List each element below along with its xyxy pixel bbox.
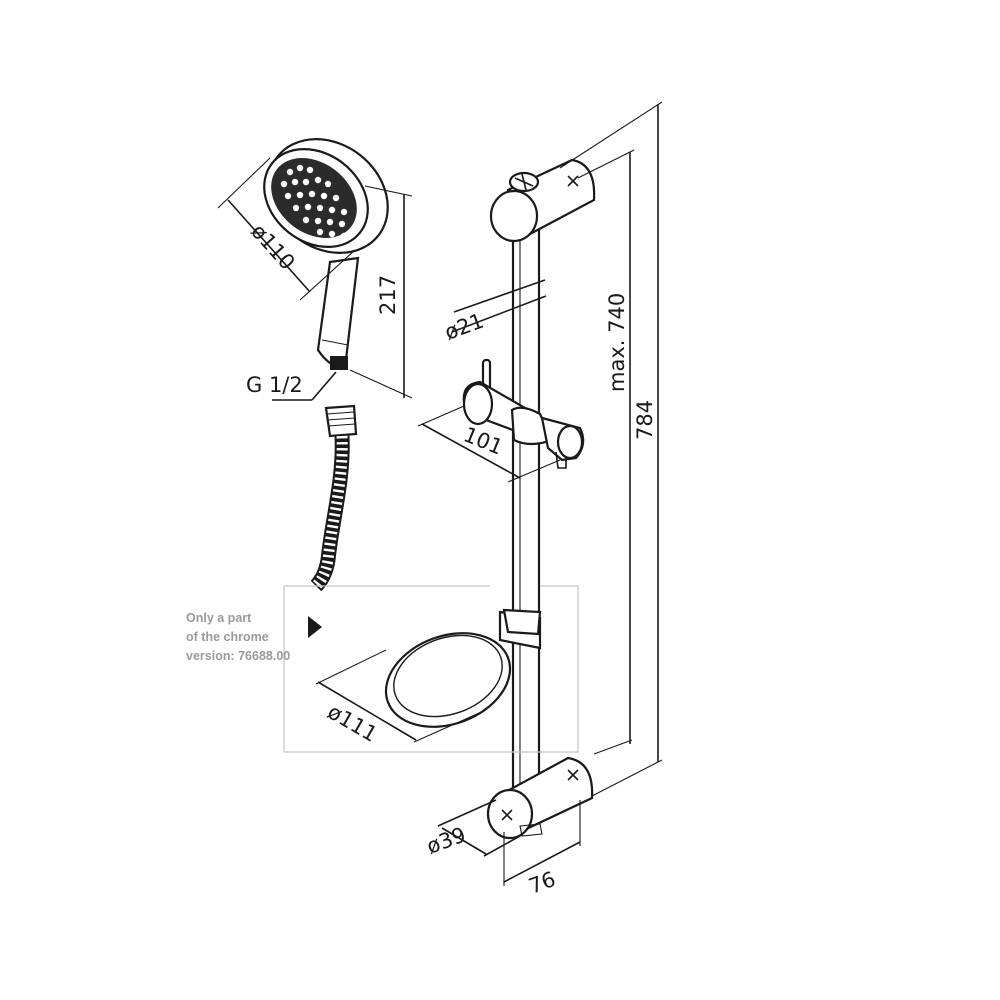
shower-rail	[384, 158, 596, 840]
bracket-diameter-label: ø39	[424, 823, 469, 859]
rail-diameter-label: ø21	[442, 309, 487, 345]
note-arrow-icon	[308, 616, 322, 638]
note-line-2: of the chrome	[186, 630, 269, 644]
hose	[310, 404, 358, 592]
handshower-length-dimension: 217	[349, 185, 413, 399]
total-height-label: 784	[633, 400, 657, 440]
wall-offset-label: 76	[526, 867, 559, 899]
max-adjust-label: max. 740	[605, 293, 629, 392]
note-line-3: version: 76688.00	[186, 649, 290, 663]
handshower-length-label: 217	[376, 275, 400, 315]
total-height-dimension: 784	[559, 101, 663, 797]
thread-dimension: G 1/2	[246, 371, 337, 401]
hand-shower	[263, 138, 389, 370]
note-line-1: Only a part	[186, 611, 252, 625]
max-adjust-dimension: max. 740	[577, 149, 635, 755]
soap-dish-diameter-label: ø111	[324, 700, 382, 747]
chrome-version-note: Only a part of the chrome version: 76688…	[186, 585, 579, 753]
slider-width-label: 101	[460, 422, 506, 459]
thread-label: G 1/2	[246, 373, 303, 397]
